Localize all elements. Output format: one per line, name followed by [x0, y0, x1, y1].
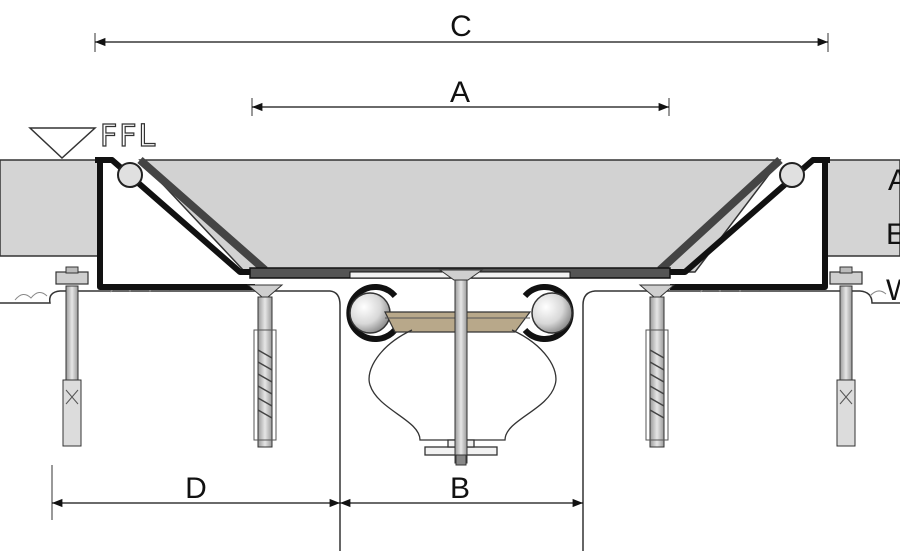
dimension-a-label: A: [450, 76, 470, 109]
dimension-b: B: [340, 472, 583, 508]
dimension-d-label: D: [185, 472, 207, 505]
ball-bearing-left: [346, 284, 398, 342]
dimension-c: C: [94, 10, 829, 52]
right-edge-label-1: A: [888, 164, 900, 197]
ffl-label: FFL: [100, 119, 157, 154]
anchor-bolt-inner-right: [638, 284, 676, 448]
floor-insert: [138, 159, 782, 273]
floor-slab-left: [0, 159, 101, 257]
floor-slab-right: [824, 159, 900, 257]
anchor-bolt-outer-left: [55, 266, 89, 447]
ball-bearing-right: [522, 284, 574, 342]
right-edge-label-2: E: [886, 218, 900, 251]
anchor-bolt-outer-right: [829, 266, 863, 447]
center-bolt: [438, 269, 484, 466]
ffl-datum: FFL: [28, 118, 157, 160]
right-edge-label-3: W: [886, 274, 900, 307]
dimension-d: D: [51, 465, 340, 520]
anchor-bolt-inner-left: [246, 284, 284, 448]
dimension-a: A: [251, 76, 670, 116]
dimension-b-label: B: [450, 472, 470, 505]
right-edge-labels: A E W: [886, 164, 900, 307]
dimension-c-label: C: [450, 10, 472, 43]
